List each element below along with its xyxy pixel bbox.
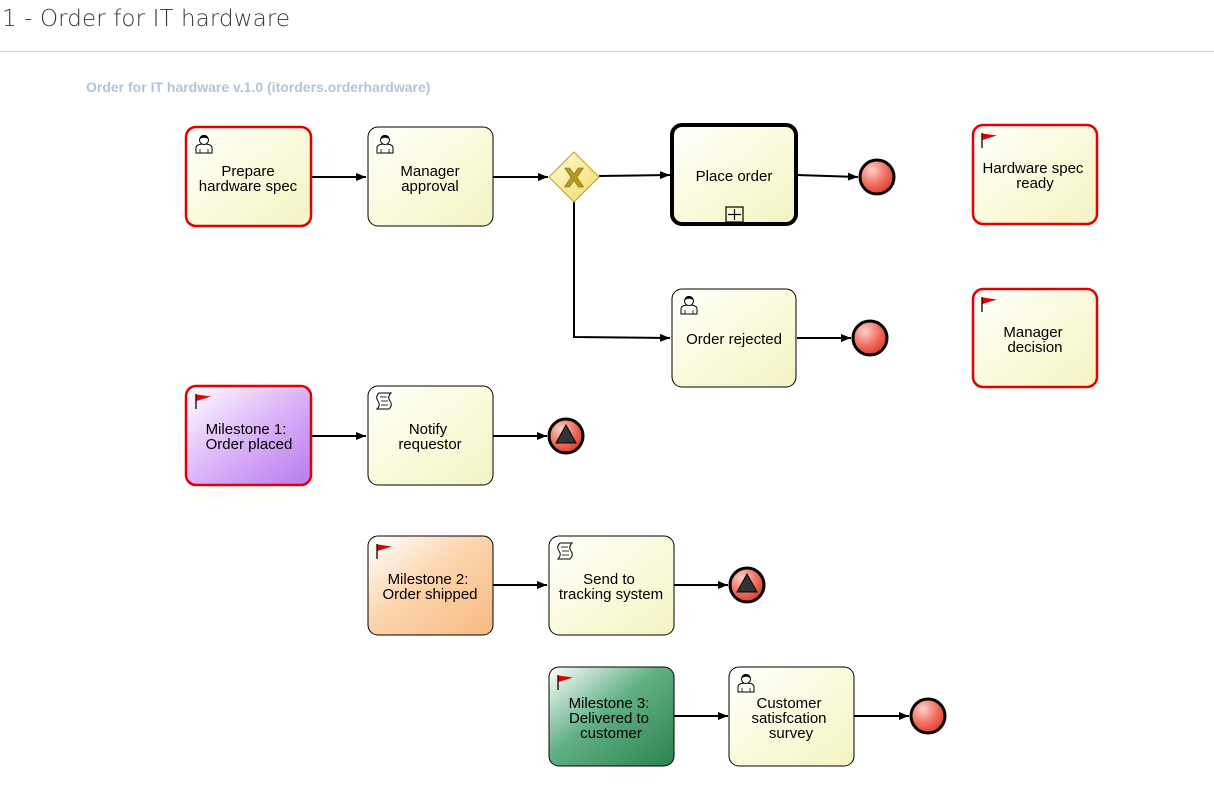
label-line: Order placed xyxy=(206,436,293,453)
signal-end-event[interactable] xyxy=(728,566,766,604)
label-line: Manager xyxy=(400,163,459,180)
task-order-rejected[interactable]: Order rejected xyxy=(671,288,797,388)
label-line: tracking system xyxy=(559,586,663,603)
label-line: survey xyxy=(769,725,814,742)
label-line: Send to xyxy=(583,571,635,588)
end-event[interactable] xyxy=(909,697,947,735)
signal-triangle-icon xyxy=(736,572,758,593)
label-line: Order rejected xyxy=(686,331,782,348)
label-line: requestor xyxy=(398,436,461,453)
label-line: Milestone 1: xyxy=(206,421,287,438)
milestone-1-order-placed[interactable]: Milestone 1:Order placed xyxy=(184,384,313,487)
signal-end-event[interactable] xyxy=(547,417,585,455)
svg-text:Milestone 1:Order placed: Milestone 1:Order placed xyxy=(206,421,293,453)
label-line: Manager xyxy=(1003,324,1062,341)
sequence-flows xyxy=(312,171,909,720)
title-divider xyxy=(0,51,1214,52)
script-task-icon xyxy=(376,392,392,410)
label-line: Notify xyxy=(409,421,448,438)
signal-triangle-icon xyxy=(555,423,577,444)
label-line: Customer xyxy=(756,695,821,712)
label-line: Milestone 3: xyxy=(569,695,650,712)
label-line: Prepare xyxy=(221,163,274,180)
exclusive-gateway[interactable]: X xyxy=(548,151,600,203)
diagram-title: Order for IT hardware v.1.0 (itorders.or… xyxy=(86,79,431,95)
label-line: decision xyxy=(1007,339,1062,356)
svg-text:Order rejected: Order rejected xyxy=(686,331,782,348)
script-task-icon xyxy=(557,542,573,560)
flow-gateway-to-place-order xyxy=(598,171,671,180)
label-line: Milestone 2: xyxy=(388,571,469,588)
subprocess-place-order[interactable]: Place order xyxy=(670,123,798,226)
subprocess-plus-icon[interactable] xyxy=(725,206,744,223)
exclusive-gateway-icon: X xyxy=(564,164,584,194)
end-event[interactable] xyxy=(858,158,896,196)
label-line: approval xyxy=(401,178,459,195)
flow-gateway-to-order-rejected xyxy=(573,201,671,342)
label-line: Order shipped xyxy=(382,586,477,603)
flow-place-order-to-end xyxy=(796,172,859,181)
page-title: 1 - Order for IT hardware xyxy=(2,6,291,32)
label-line: ready xyxy=(1016,175,1054,192)
label-line: Hardware spec xyxy=(983,160,1084,177)
label-line: Delivered to xyxy=(569,710,649,727)
label-line: Place order xyxy=(696,168,773,185)
svg-text:Milestone 2:Order shipped: Milestone 2:Order shipped xyxy=(382,571,477,603)
milestone-2-order-shipped[interactable]: Milestone 2:Order shipped xyxy=(367,535,494,636)
end-event[interactable] xyxy=(851,319,889,357)
label-line: hardware spec xyxy=(199,178,298,195)
label-line: satisfcation xyxy=(751,710,826,727)
svg-text:Place order: Place order xyxy=(696,168,773,185)
label-line: customer xyxy=(580,725,642,742)
